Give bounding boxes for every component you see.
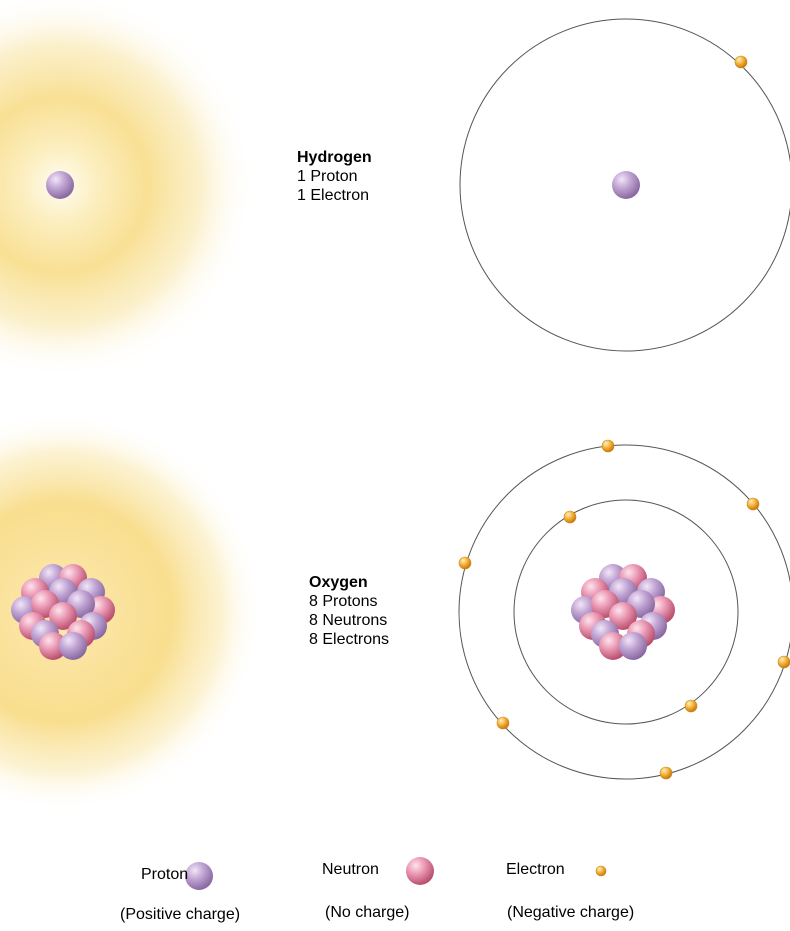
legend-electron-label: Electron bbox=[506, 861, 565, 878]
oxygen-outer-electron bbox=[777, 655, 790, 669]
legend-neutron-charge: (No charge) bbox=[325, 904, 410, 921]
oxygen-orbit-model bbox=[458, 439, 790, 780]
oxygen-cloud-nucleus bbox=[11, 564, 115, 660]
nucleus-proton bbox=[619, 632, 647, 660]
legend-icons bbox=[185, 857, 607, 890]
oxygen-cloud-model bbox=[0, 412, 262, 812]
hydrogen-label: Hydrogen 1 Proton 1 Electron bbox=[297, 148, 372, 205]
hydrogen-orbit bbox=[459, 18, 790, 352]
oxygen-outer-orbit bbox=[458, 444, 790, 780]
hydrogen-name: Hydrogen bbox=[297, 149, 372, 166]
nucleus-proton bbox=[59, 632, 87, 660]
oxygen-outer-electron bbox=[601, 439, 615, 453]
hydrogen-nucleus-proton bbox=[612, 171, 640, 199]
neutron-legend-icon bbox=[406, 857, 434, 885]
oxygen-name: Oxygen bbox=[309, 574, 368, 591]
oxygen-orbit-nucleus bbox=[571, 564, 675, 660]
oxygen-label: Oxygen 8 Protons 8 Neutrons 8 Electrons bbox=[309, 573, 389, 649]
legend-proton-charge: (Positive charge) bbox=[120, 906, 241, 923]
hydrogen-cloud-proton bbox=[46, 171, 74, 199]
oxygen-inner-electron bbox=[684, 699, 698, 713]
oxygen-inner-orbit bbox=[513, 499, 739, 725]
hydrogen-orbit-model bbox=[459, 18, 790, 352]
oxygen-electron-count: 8 Electrons bbox=[309, 631, 390, 648]
hydrogen-electron bbox=[734, 55, 748, 69]
oxygen-outer-electron bbox=[746, 497, 760, 511]
legend-neutron-label: Neutron bbox=[322, 861, 379, 878]
oxygen-outer-electron bbox=[659, 766, 673, 780]
hydrogen-proton-count: 1 Proton bbox=[297, 168, 358, 185]
nucleus-neutron bbox=[599, 632, 627, 660]
electron-legend-icon bbox=[595, 865, 607, 877]
oxygen-neutron-count: 8 Neutrons bbox=[309, 612, 388, 629]
proton-legend-icon bbox=[185, 862, 213, 890]
oxygen-inner-electron bbox=[563, 510, 577, 524]
oxygen-electron-cloud bbox=[0, 412, 262, 812]
hydrogen-electron-cloud bbox=[0, 0, 255, 380]
oxygen-outer-electron bbox=[496, 716, 510, 730]
legend-electron-charge: (Negative charge) bbox=[507, 904, 635, 921]
legend-proton-label: Proton bbox=[141, 866, 189, 883]
nucleus-neutron bbox=[39, 632, 67, 660]
oxygen-outer-electron bbox=[458, 556, 472, 570]
oxygen-proton-count: 8 Protons bbox=[309, 593, 378, 610]
hydrogen-electron-count: 1 Electron bbox=[297, 187, 370, 204]
nucleus-neutron bbox=[609, 602, 637, 630]
nucleus-neutron bbox=[49, 602, 77, 630]
hydrogen-cloud-model bbox=[0, 0, 255, 380]
